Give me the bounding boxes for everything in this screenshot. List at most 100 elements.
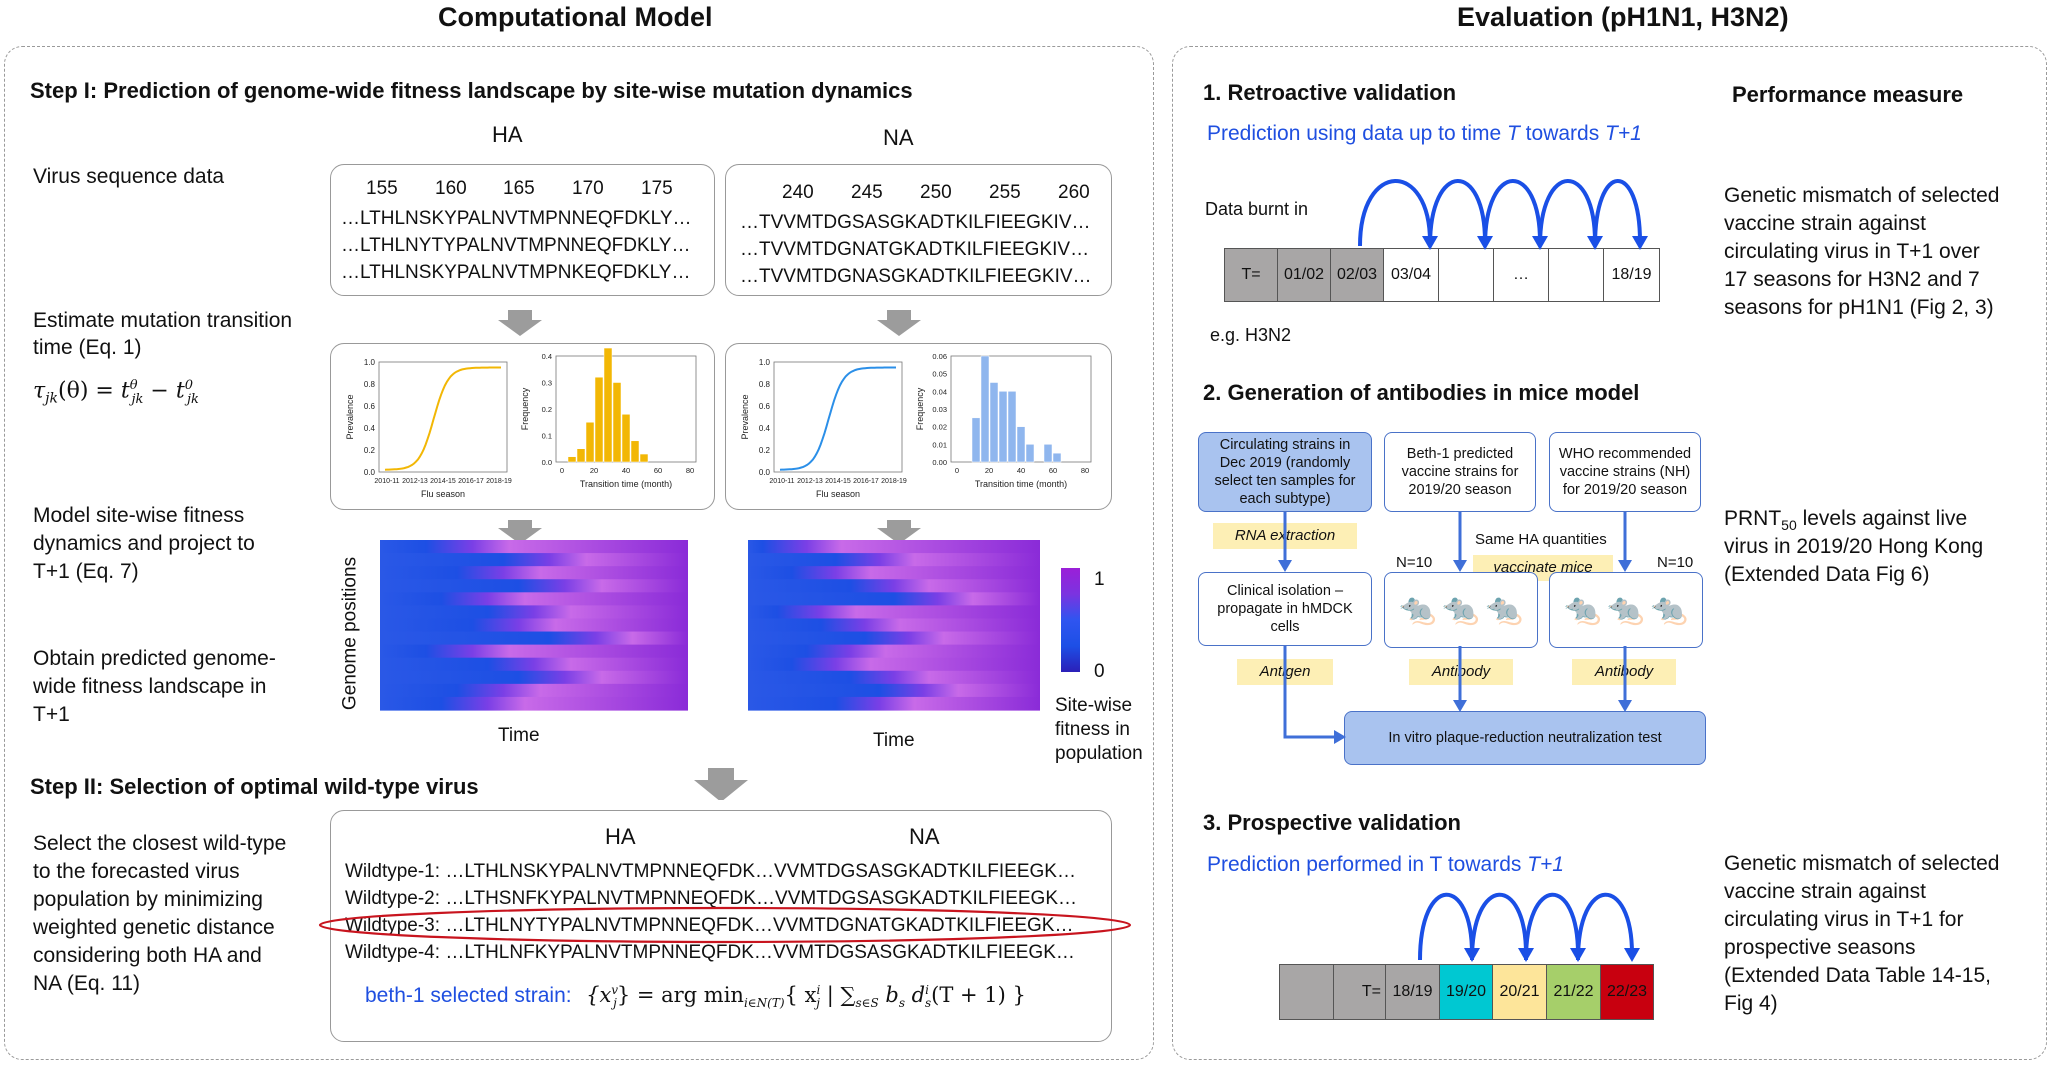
retro-cell-7: 18/19 xyxy=(1603,248,1660,302)
retro-cell-0: T= xyxy=(1224,248,1278,302)
na-month-tick: 40 xyxy=(1017,466,1025,475)
retro-arcs xyxy=(1358,179,1648,250)
wt3-ha: …LTHLNYTYPALNVTMPNNEQFDK… xyxy=(445,915,773,936)
retro-head-4 xyxy=(1587,236,1603,250)
circulating-strains-box: Circulating strains in Dec 2019 (randoml… xyxy=(1198,432,1372,512)
wildtype-row-3: Wildtype-3: …LTHLNYTYPALNVTMPNNEQFDK…VVM… xyxy=(345,912,1073,939)
down-arrow-na-1 xyxy=(877,310,921,336)
wt4-name: Wildtype-4: xyxy=(345,942,441,963)
wt1-na: VVMTDGSASGKADTKILFIEEGK… xyxy=(774,861,1076,882)
na-prev-ytick: 0.4 xyxy=(759,424,771,433)
sf-6-sup: i xyxy=(925,983,929,997)
ha-prev-ytick: 0.0 xyxy=(364,468,376,477)
na-sequence-box: 240 245 250 255 260 …TVVMTDGSASGKADTKILF… xyxy=(725,164,1112,296)
wt2-na: VVMTDGSASGKADTKILFIEEGK… xyxy=(775,888,1077,909)
perf3-line-6: Fig 4) xyxy=(1724,992,1778,1015)
na-heat-row xyxy=(748,592,1040,606)
prosp-cell-5: 21/22 xyxy=(1546,964,1601,1020)
sf-2: } = arg min xyxy=(616,983,744,1007)
retro-arrowheads xyxy=(1422,236,1648,250)
perf2-line-1: PRNT50 levels against live xyxy=(1724,505,1967,539)
prosp-title: 3. Prospective validation xyxy=(1203,810,1461,835)
perf2-line-2: virus in 2019/20 Hong Kong xyxy=(1724,535,1984,558)
ha-flu-season-label: Flu season xyxy=(421,489,465,499)
ha-freq-ytick: 0.1 xyxy=(542,432,552,441)
obtain-label-2: wide fitness landscape in xyxy=(33,675,267,698)
colorbar xyxy=(1061,568,1080,672)
na-prev-ytick: 0.2 xyxy=(759,446,771,455)
mice-arrow-heads xyxy=(1278,560,1632,744)
wildtype-row-2: Wildtype-2: …LTHSNFKYPALNVTMPNNEQFDK…VVM… xyxy=(345,885,1077,912)
step1-title: Step I: Prediction of genome-wide fitnes… xyxy=(30,78,913,103)
na-heat-row xyxy=(748,631,1040,646)
sf-3-sub: j xyxy=(816,996,821,1011)
retro-cell-2: 02/03 xyxy=(1330,248,1384,302)
formula-minus: − xyxy=(143,378,176,404)
mice-title: 2. Generation of antibodies in mice mode… xyxy=(1203,380,1640,405)
ha-month-tick: 20 xyxy=(590,466,598,475)
head-prnt-right xyxy=(1618,700,1632,712)
na-heat-row xyxy=(748,618,1040,633)
prosp-arcs xyxy=(1418,892,1640,962)
colorbar-max: 1 xyxy=(1094,569,1105,590)
ha-hist-bar xyxy=(621,414,631,463)
ha-season-tick: 2010-11 xyxy=(374,478,399,485)
ha-prev-ytick: 0.2 xyxy=(364,446,376,455)
who-mice-box: 🐀 🐀 🐀 xyxy=(1549,572,1703,648)
retro-sub-2: towards xyxy=(1519,122,1606,145)
retro-arc-2 xyxy=(1428,179,1487,247)
ha-heat-row xyxy=(380,553,688,567)
sf-6-sub: s xyxy=(924,996,932,1011)
beth-mice-box: 🐀 🐀 🐀 xyxy=(1384,572,1538,648)
sf-5: b xyxy=(878,983,899,1007)
na-freq-ytick: 0.05 xyxy=(932,370,947,379)
selection-formula: {xvj} = arg mini∈N(T){ xij | ∑s∈S bs dis… xyxy=(586,983,1026,1011)
retro-arc-5 xyxy=(1593,179,1642,247)
na-heat-row xyxy=(748,605,1040,620)
retro-arc-4 xyxy=(1538,179,1597,247)
sf-4: | ∑ xyxy=(820,983,856,1007)
ha-heat-row xyxy=(380,696,688,711)
ha-heat-row xyxy=(380,592,688,606)
retro-cell-5: … xyxy=(1493,248,1549,302)
sitewise-label-2: fitness in xyxy=(1055,719,1130,740)
wildtype-row-4: Wildtype-4: …LTHLNFKYPALNVTMPNNEQFDK…VVM… xyxy=(345,939,1075,966)
ha-hist-bar xyxy=(585,422,595,463)
na-prev-frame xyxy=(773,361,903,473)
ha-heat-row xyxy=(380,579,688,593)
na-month-tick: 0 xyxy=(955,466,959,475)
head-prnt-mid xyxy=(1453,700,1467,712)
beth-vaccine-box: Beth-1 predicted vaccine strains for 201… xyxy=(1384,432,1536,512)
select-label-1: Select the closest wild-type xyxy=(33,832,287,855)
wildtype-box: HA NA Wildtype-1: …LTHLNSKYPALNVTMPNNEQF… xyxy=(330,810,1112,1042)
na-season-tick: 2010-11 xyxy=(769,478,794,485)
formula-t2-sup: 0 xyxy=(184,378,193,393)
head-whomice xyxy=(1618,560,1632,572)
na-seq-2: …TVVMTDGNATGKADTKILFIEEGKIV… xyxy=(740,239,1090,260)
na-hist-bar xyxy=(998,391,1008,463)
ha-freq-ytick: 0.4 xyxy=(542,352,552,361)
na-hist-bar xyxy=(1052,452,1062,463)
perf3-line-1: Genetic mismatch of selected xyxy=(1724,852,2000,875)
same-ha-label: Same HA quantities xyxy=(1475,531,1607,548)
sf-7: (T + 1) } xyxy=(931,983,1026,1007)
select-label-4: weighted genetic distance xyxy=(33,916,275,939)
ha-seq-1: …LTHLNSKYPALNVTMPNNEQFDKLY… xyxy=(341,208,692,229)
perf1-line-1: Genetic mismatch of selected xyxy=(1724,184,2000,207)
ha-prev-frame xyxy=(378,361,508,473)
perf-title: Performance measure xyxy=(1732,82,1964,107)
prosp-sub-1: Prediction performed in T towards xyxy=(1207,853,1528,876)
ha-month-tick: 60 xyxy=(654,466,662,475)
prosp-arc-2 xyxy=(1470,892,1528,961)
sf-sum-sub: s∈S xyxy=(855,996,879,1011)
estimate-label-2: time (Eq. 1) xyxy=(33,336,142,359)
red-ellipse xyxy=(318,906,1132,944)
prosp-cell-4: 20/21 xyxy=(1492,964,1547,1020)
formula-theta: (θ) = xyxy=(58,378,121,404)
who-vaccine-box: WHO recommended vaccine strains (NH) for… xyxy=(1549,432,1701,512)
wildtype-row-1: Wildtype-1: …LTHLNSKYPALNVTMPNNEQFDK…VVM… xyxy=(345,858,1076,885)
na-freq-ytick: 0.03 xyxy=(932,405,947,414)
na-pos-4: 260 xyxy=(1058,182,1090,203)
wt2-ha: …LTHSNFKYPALNVTMPNNEQFDK… xyxy=(445,888,776,909)
ha-sequence-box: 155 160 165 170 175 …LTHLNSKYPALNVTMPNNE… xyxy=(330,164,715,296)
